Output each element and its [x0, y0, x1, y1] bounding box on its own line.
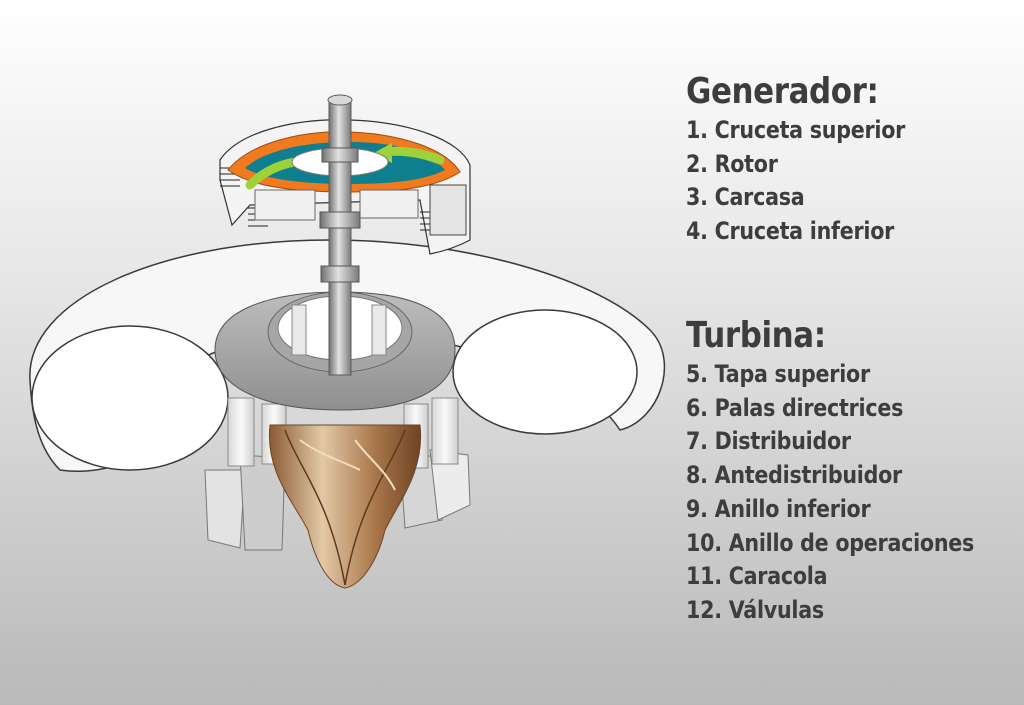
legend-item-3: 3. Carcasa [686, 183, 805, 212]
generator-legend: Generador: 1. Cruceta superior 2. Rotor … [686, 72, 905, 249]
turbine-legend: Turbina: 5. Tapa superior 6. Palas direc… [686, 316, 974, 628]
legend-item-10: 10. Anillo de operaciones [686, 528, 975, 557]
legend-item-1: 1. Cruceta superior [686, 116, 906, 144]
generator-heading: Generador: [686, 71, 879, 112]
turbine-parts-list: 5. Tapa superior 6. Palas directrices 7.… [686, 358, 974, 628]
turbine-heading: Turbina: [686, 315, 826, 356]
legend-item-12: 12. Válvulas [686, 595, 824, 624]
legend-item-9: 9. Anillo inferior [686, 494, 871, 523]
legend-item-7: 7. Distribuidor [686, 427, 851, 456]
legend-item-8: 8. Antedistribuidor [686, 461, 902, 490]
legend-item-5: 5. Tapa superior [686, 360, 870, 388]
runner-shape [268, 424, 422, 589]
turbine-generator-illustration [29, 94, 666, 589]
legend-item-6: 6. Palas directrices [686, 393, 904, 422]
shaft-shape [319, 94, 361, 376]
legend-item-2: 2. Rotor [686, 149, 778, 178]
legend-item-4: 4. Cruceta inferior [686, 217, 895, 246]
legend-item-11: 11. Caracola [686, 562, 828, 591]
spiral-case-shape [29, 239, 666, 473]
generator-parts-list: 1. Cruceta superior 2. Rotor 3. Carcasa … [686, 114, 905, 249]
